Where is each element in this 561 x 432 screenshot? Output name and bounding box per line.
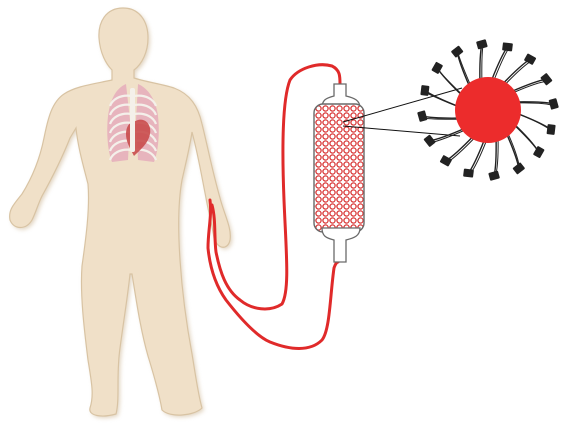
adsorption-column xyxy=(314,84,364,262)
ligand xyxy=(518,114,556,135)
ligand xyxy=(423,129,466,148)
ligand xyxy=(476,39,488,82)
ligand xyxy=(514,125,545,159)
column-bottom-outlet xyxy=(322,228,360,262)
ligand xyxy=(512,73,553,93)
ligand xyxy=(417,110,461,122)
ligand xyxy=(507,134,526,175)
bead-particle xyxy=(417,39,559,181)
chest-organs xyxy=(107,84,159,162)
ligand xyxy=(440,136,476,167)
sternum xyxy=(130,88,135,152)
bead-core xyxy=(455,77,521,143)
human-body xyxy=(10,8,233,418)
ligand xyxy=(492,42,513,81)
ligand xyxy=(431,62,464,97)
ligand xyxy=(488,139,500,181)
column-packing xyxy=(314,104,364,232)
ligand xyxy=(451,45,472,87)
ligand xyxy=(517,98,559,110)
ligand xyxy=(503,53,537,85)
